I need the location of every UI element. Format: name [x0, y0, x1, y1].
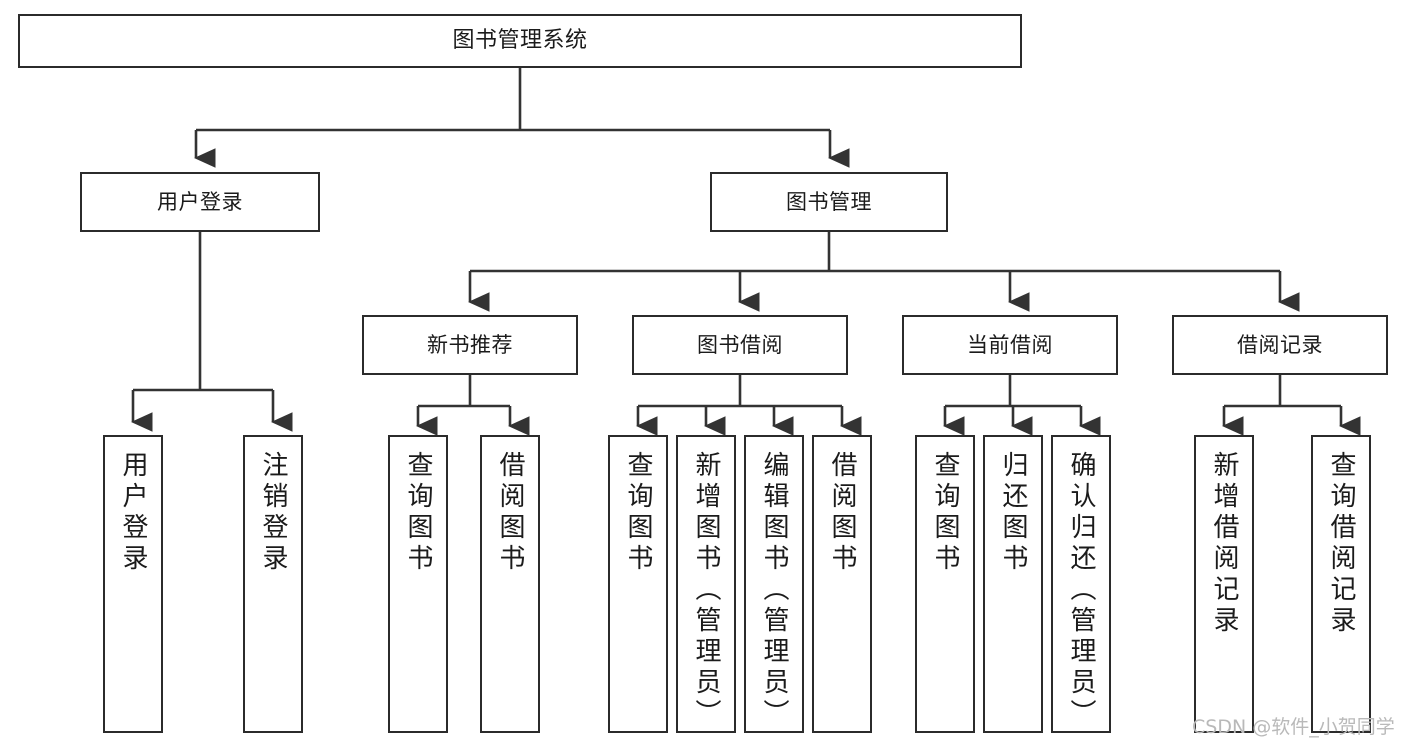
node-label: 新增借阅记录: [1209, 451, 1239, 637]
node-leaf-confirm-return-admin[interactable]: 确认归还（管理员）: [1051, 435, 1111, 733]
node-label: 确认归还（管理员）: [1066, 451, 1096, 730]
node-label: 用户登录: [157, 189, 243, 214]
node-leaf-user-login[interactable]: 用户登录: [103, 435, 163, 733]
node-label: 用户登录: [118, 451, 148, 575]
node-leaf-query-book-recommend[interactable]: 查询图书: [388, 435, 448, 733]
node-label: 借阅图书: [827, 451, 857, 575]
node-label: 归还图书: [998, 451, 1028, 575]
node-label: 查询借阅记录: [1326, 451, 1356, 637]
node-borrow-record[interactable]: 借阅记录: [1172, 315, 1388, 375]
node-label: 图书管理系统: [452, 28, 588, 54]
node-leaf-query-borrow-record[interactable]: 查询借阅记录: [1311, 435, 1371, 733]
node-label: 新书推荐: [427, 332, 513, 357]
node-label: 借阅图书: [495, 451, 525, 575]
node-label: 注销登录: [258, 451, 288, 575]
node-label: 借阅记录: [1237, 332, 1323, 357]
node-label: 图书管理: [786, 189, 872, 214]
node-label: 查询图书: [623, 451, 653, 575]
node-label: 查询图书: [930, 451, 960, 575]
node-label: 新增图书（管理员）: [691, 451, 721, 730]
node-label: 查询图书: [403, 451, 433, 575]
node-current-borrow[interactable]: 当前借阅: [902, 315, 1118, 375]
node-new-book-recommend[interactable]: 新书推荐: [362, 315, 578, 375]
node-label: 编辑图书（管理员）: [759, 451, 789, 730]
node-book-management[interactable]: 图书管理: [710, 172, 948, 232]
node-label: 当前借阅: [967, 332, 1053, 357]
csdn-watermark: CSDN @软件_小贺同学: [1192, 716, 1395, 738]
node-leaf-add-book-admin[interactable]: 新增图书（管理员）: [676, 435, 736, 733]
node-leaf-borrow-book[interactable]: 借阅图书: [812, 435, 872, 733]
node-book-borrow[interactable]: 图书借阅: [632, 315, 848, 375]
node-label: 图书借阅: [697, 332, 783, 357]
node-user-login[interactable]: 用户登录: [80, 172, 320, 232]
node-root-book-management-system[interactable]: 图书管理系统: [18, 14, 1022, 68]
node-leaf-query-book-borrow[interactable]: 查询图书: [608, 435, 668, 733]
node-leaf-logout-login[interactable]: 注销登录: [243, 435, 303, 733]
node-leaf-add-borrow-record[interactable]: 新增借阅记录: [1194, 435, 1254, 733]
node-leaf-return-book[interactable]: 归还图书: [983, 435, 1043, 733]
node-leaf-edit-book-admin[interactable]: 编辑图书（管理员）: [744, 435, 804, 733]
node-leaf-query-book-current[interactable]: 查询图书: [915, 435, 975, 733]
node-leaf-borrow-book-recommend[interactable]: 借阅图书: [480, 435, 540, 733]
